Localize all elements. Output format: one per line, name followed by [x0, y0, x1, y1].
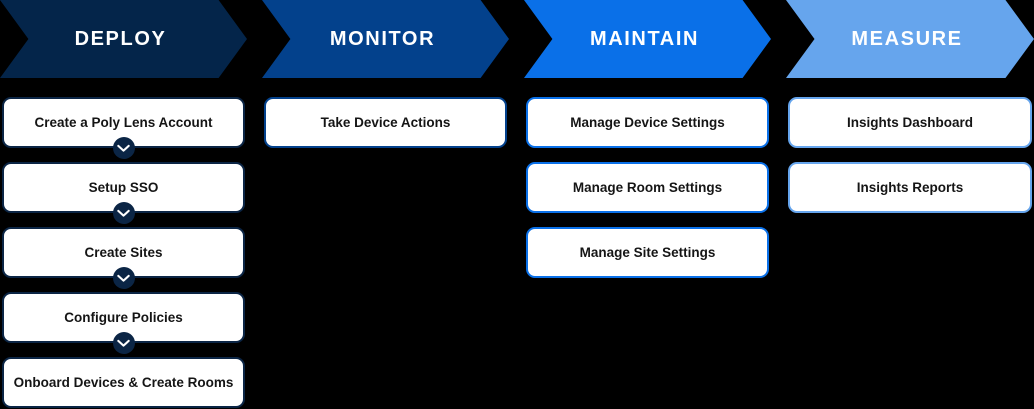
step-card-wrapper: Insights Dashboard: [786, 97, 1034, 148]
step-card[interactable]: Manage Device Settings: [526, 97, 769, 148]
step-card[interactable]: Manage Room Settings: [526, 162, 769, 213]
chevron-down-icon: [112, 267, 135, 289]
phase-header-label: MAINTAIN: [589, 28, 700, 50]
phase-column-monitor: MONITOR Take Device Actions: [262, 0, 509, 409]
step-card-wrapper: Create Sites: [0, 227, 247, 289]
step-card-label: Insights Reports: [856, 179, 964, 195]
step-card-label: Configure Policies: [64, 309, 183, 325]
phase-header-label: MONITOR: [329, 28, 436, 50]
step-card-wrapper: Configure Policies: [0, 292, 247, 354]
step-card-wrapper: Create a Poly Lens Account: [0, 97, 247, 159]
step-card[interactable]: Insights Dashboard: [788, 97, 1032, 148]
chevron-down-icon: [112, 137, 135, 159]
phase-header-monitor[interactable]: MONITOR: [262, 0, 509, 78]
step-card[interactable]: Insights Reports: [788, 162, 1032, 213]
phase-header-label: MEASURE: [851, 28, 963, 50]
step-card-label: Take Device Actions: [320, 114, 451, 130]
step-card-label: Create a Poly Lens Account: [34, 114, 213, 130]
step-card-wrapper: Take Device Actions: [262, 97, 509, 148]
step-card-label: Insights Dashboard: [846, 114, 973, 130]
step-card[interactable]: Take Device Actions: [264, 97, 507, 148]
phase-header-maintain[interactable]: MAINTAIN: [524, 0, 771, 78]
step-card-label: Setup SSO: [88, 179, 159, 195]
chevron-down-icon: [112, 332, 135, 354]
phase-header-label: DEPLOY: [74, 28, 167, 50]
chevron-down-icon: [112, 202, 135, 224]
step-card-wrapper: Insights Reports: [786, 162, 1034, 213]
step-card-wrapper: Manage Room Settings: [524, 162, 771, 213]
step-card-wrapper: Manage Site Settings: [524, 227, 771, 278]
step-card-wrapper: Onboard Devices & Create Rooms: [0, 357, 247, 408]
phase-header-deploy[interactable]: DEPLOY: [0, 0, 247, 78]
step-card-wrapper: Setup SSO: [0, 162, 247, 224]
step-card[interactable]: Manage Site Settings: [526, 227, 769, 278]
phase-header-measure[interactable]: MEASURE: [786, 0, 1034, 78]
step-card-label: Manage Room Settings: [572, 179, 723, 195]
step-card-label: Onboard Devices & Create Rooms: [13, 374, 234, 390]
step-card-label: Manage Site Settings: [579, 244, 716, 260]
step-card-label: Create Sites: [84, 244, 163, 260]
step-card-label: Manage Device Settings: [570, 114, 725, 130]
step-card[interactable]: Onboard Devices & Create Rooms: [2, 357, 245, 408]
step-card-list-monitor: Take Device Actions: [262, 97, 509, 148]
step-card-wrapper: Manage Device Settings: [524, 97, 771, 148]
